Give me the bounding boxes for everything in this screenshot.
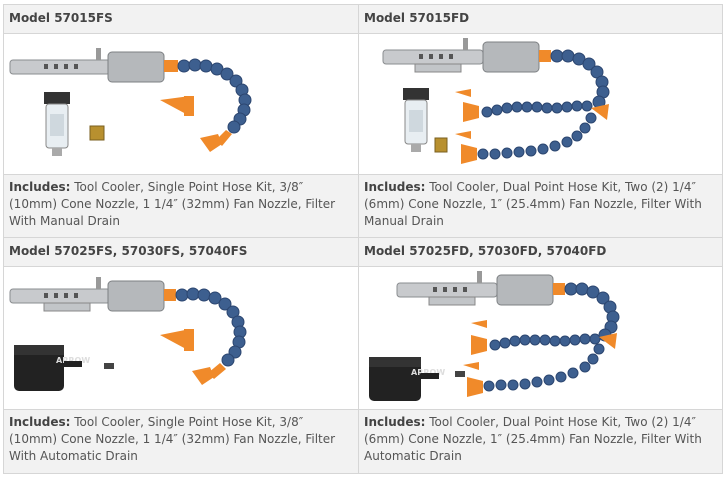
includes-list: Tool Cooler, Dual Point Hose Kit, Two (2…	[364, 415, 702, 463]
model-title: Model 57015FD	[364, 11, 470, 25]
includes-text-4: Includes: Tool Cooler, Dual Point Hose K…	[358, 409, 723, 474]
product-image-2	[358, 33, 723, 175]
model-title: Model 57025FS, 57030FS, 57040FS	[9, 244, 248, 258]
model-header-4: Model 57025FD, 57030FD, 57040FD	[358, 237, 723, 267]
brand-logo-text: ARROW	[56, 356, 90, 365]
includes-label: Includes:	[364, 415, 426, 429]
brand-logo-text: ARROW	[411, 368, 445, 377]
includes-label: Includes:	[364, 180, 426, 194]
includes-list: Tool Cooler, Single Point Hose Kit, 3/8″…	[9, 180, 336, 228]
model-title: Model 57015FS	[9, 11, 113, 25]
includes-text-1: Includes: Tool Cooler, Single Point Hose…	[3, 174, 359, 238]
model-header-3: Model 57025FS, 57030FS, 57040FS	[3, 237, 359, 267]
model-header-1: Model 57015FS	[3, 4, 359, 34]
model-header-2: Model 57015FD	[358, 4, 723, 34]
includes-label: Includes:	[9, 180, 71, 194]
includes-text-2: Includes: Tool Cooler, Dual Point Hose K…	[358, 174, 723, 238]
model-title: Model 57025FD, 57030FD, 57040FD	[364, 244, 607, 258]
product-image-4: ARROW	[358, 266, 723, 410]
includes-list: Tool Cooler, Single Point Hose Kit, 3/8″…	[9, 415, 336, 463]
includes-label: Includes:	[9, 415, 71, 429]
includes-list: Tool Cooler, Dual Point Hose Kit, Two (2…	[364, 180, 702, 228]
product-image-1	[3, 33, 359, 175]
product-image-3: ARROW	[3, 266, 359, 410]
includes-text-3: Includes: Tool Cooler, Single Point Hose…	[3, 409, 359, 474]
